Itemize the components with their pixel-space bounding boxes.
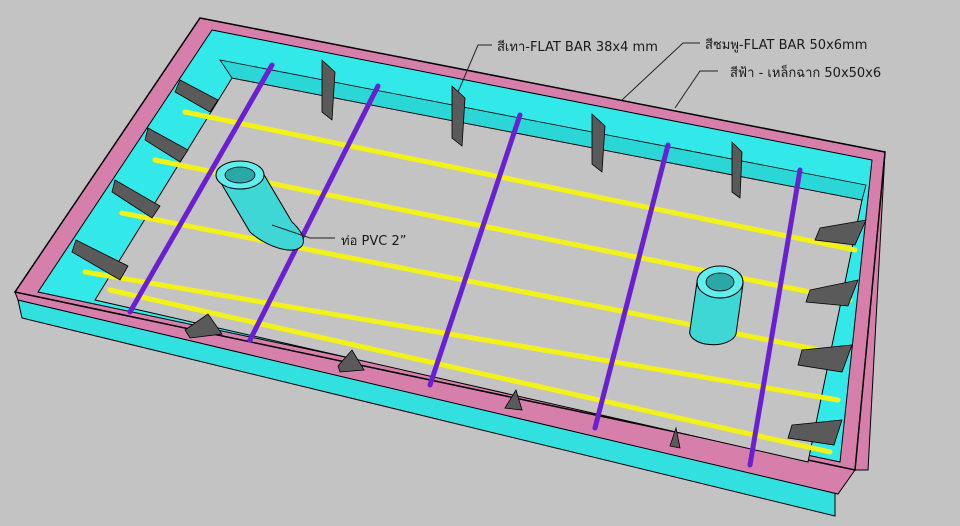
gray-plate bbox=[321, 59, 336, 121]
label-blue-angle-steel: สีฟ้า - เหล็กฉาก 50x50x6 bbox=[730, 66, 882, 81]
leader-pvc bbox=[271, 224, 335, 239]
leader-blue bbox=[674, 70, 718, 109]
gray-plate bbox=[174, 79, 219, 113]
purple-bar bbox=[127, 62, 275, 315]
gray-plate bbox=[731, 141, 743, 199]
gray-plate bbox=[814, 219, 867, 246]
gray-plate bbox=[111, 179, 161, 219]
gray-plate bbox=[805, 279, 859, 307]
inner-ledge bbox=[219, 59, 867, 201]
yellow-bar bbox=[107, 287, 833, 455]
purple-bar bbox=[247, 83, 381, 343]
purple-bar bbox=[592, 142, 671, 431]
gray-plate bbox=[451, 85, 466, 147]
gray-plate bbox=[669, 426, 681, 449]
gray-plate bbox=[787, 419, 843, 446]
gray-plate bbox=[71, 239, 129, 281]
yellow-bar bbox=[182, 109, 858, 253]
purple-bar bbox=[747, 167, 803, 468]
label-pink-flat-bar: สีชมพู-FLAT BAR 50x6mm bbox=[705, 38, 868, 53]
gray-plates bbox=[71, 59, 867, 449]
purple-bars bbox=[127, 62, 803, 468]
yellow-bar bbox=[82, 269, 841, 403]
gray-plate bbox=[337, 349, 365, 373]
label-pvc-pipe: ท่อ PVC 2” bbox=[341, 234, 407, 249]
leader-lines bbox=[271, 42, 718, 239]
pvc-pipe-right bbox=[689, 265, 744, 346]
purple-bar bbox=[427, 112, 523, 388]
gray-plate bbox=[144, 127, 189, 163]
gray-plate bbox=[504, 389, 523, 411]
leader-pink bbox=[621, 42, 700, 101]
leader-gray bbox=[457, 44, 492, 93]
pvc-pipe-left bbox=[215, 160, 304, 251]
label-gray-flat-bar: สีเทา-FLAT BAR 38x4 mm bbox=[497, 40, 658, 55]
gray-plate bbox=[591, 113, 606, 173]
gray-plate bbox=[797, 344, 853, 373]
gray-plate bbox=[184, 313, 223, 339]
